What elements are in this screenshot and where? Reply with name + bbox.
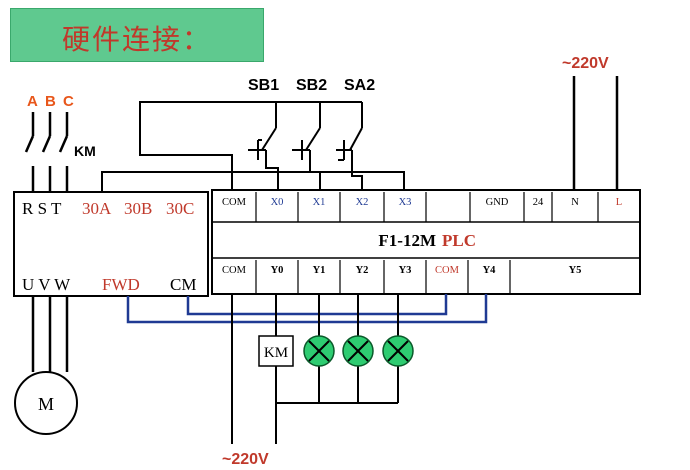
switch-sb2 xyxy=(292,127,321,192)
plc-bottom-terminals: COM Y0 Y1 Y2 Y3 COM Y4 Y5 xyxy=(222,260,581,294)
plc-terminal-label: COM xyxy=(435,265,460,276)
plc-terminal-label: Y2 xyxy=(356,265,369,276)
plc-terminal-label: Y4 xyxy=(483,265,497,276)
supply-top-wires xyxy=(572,76,619,192)
phase-c-label: C xyxy=(63,93,74,110)
km-relay-coil-label: KM xyxy=(264,345,288,361)
lamp-3 xyxy=(382,335,414,367)
page-title: 硬件连接： xyxy=(61,23,212,56)
switch-common-bus xyxy=(139,101,363,192)
plc-terminal-label: L xyxy=(616,197,622,208)
inverter-output-labels: U V W xyxy=(22,275,71,294)
plc-top-terminals: COM X0 X1 X2 X3 GND 24 N L xyxy=(222,192,622,222)
plc-terminal-label: Y0 xyxy=(271,265,284,276)
plc-suffix: PLC xyxy=(442,231,476,250)
plc-terminal-label: X3 xyxy=(399,197,412,208)
plc-terminal-label: COM xyxy=(222,197,247,208)
plc-terminal-label: 24 xyxy=(533,197,544,208)
inverter-30a: 30A xyxy=(82,199,112,218)
km-contactor-label: KM xyxy=(74,143,96,159)
inverter-input-labels: R S T xyxy=(22,199,62,218)
plc-terminal-label: N xyxy=(571,197,579,208)
inverter-box xyxy=(13,191,209,297)
lamp-1 xyxy=(303,335,335,367)
inverter-fwd: FWD xyxy=(102,275,140,294)
supply-top-label: ~220V xyxy=(562,55,609,72)
motor-label: M xyxy=(38,394,54,414)
plc-terminal-label: Y1 xyxy=(313,265,326,276)
title-banner: 硬件连接： xyxy=(10,8,264,62)
switch-sb1 xyxy=(248,127,279,192)
plc-terminal-label: Y5 xyxy=(569,265,582,276)
supply-bottom-label: ~220V xyxy=(222,451,269,468)
switch-sa2 xyxy=(336,127,363,192)
plc-terminal-label: GND xyxy=(486,197,509,208)
km-relay-coil xyxy=(258,335,294,367)
relay-signal-wires xyxy=(101,171,405,192)
inverter-30c: 30C xyxy=(166,199,194,218)
plc-terminal-label: X1 xyxy=(313,197,326,208)
fwd-cm-blue-bus xyxy=(126,294,488,324)
output-drop-wires xyxy=(231,294,399,444)
plc-model-name: F1-12M xyxy=(378,231,436,250)
plc-terminal-label: COM xyxy=(222,265,247,276)
switch-sa2-label: SA2 xyxy=(344,77,375,94)
phase-b-label: B xyxy=(45,93,56,110)
plc-terminal-label: Y3 xyxy=(399,265,412,276)
motor-wires xyxy=(31,296,69,372)
inverter-cm: CM xyxy=(170,275,196,294)
motor xyxy=(14,371,78,435)
switch-sb2-label: SB2 xyxy=(296,77,327,94)
km-contactor xyxy=(24,112,69,192)
inverter-30b: 30B xyxy=(124,199,152,218)
plc-terminal-label: X0 xyxy=(271,197,284,208)
plc-model: F1-12M xyxy=(378,231,436,250)
plc-terminal-label: X2 xyxy=(356,197,369,208)
phase-a-label: A xyxy=(27,93,38,110)
switch-sb1-label: SB1 xyxy=(248,77,279,94)
lamp-2 xyxy=(342,335,374,367)
